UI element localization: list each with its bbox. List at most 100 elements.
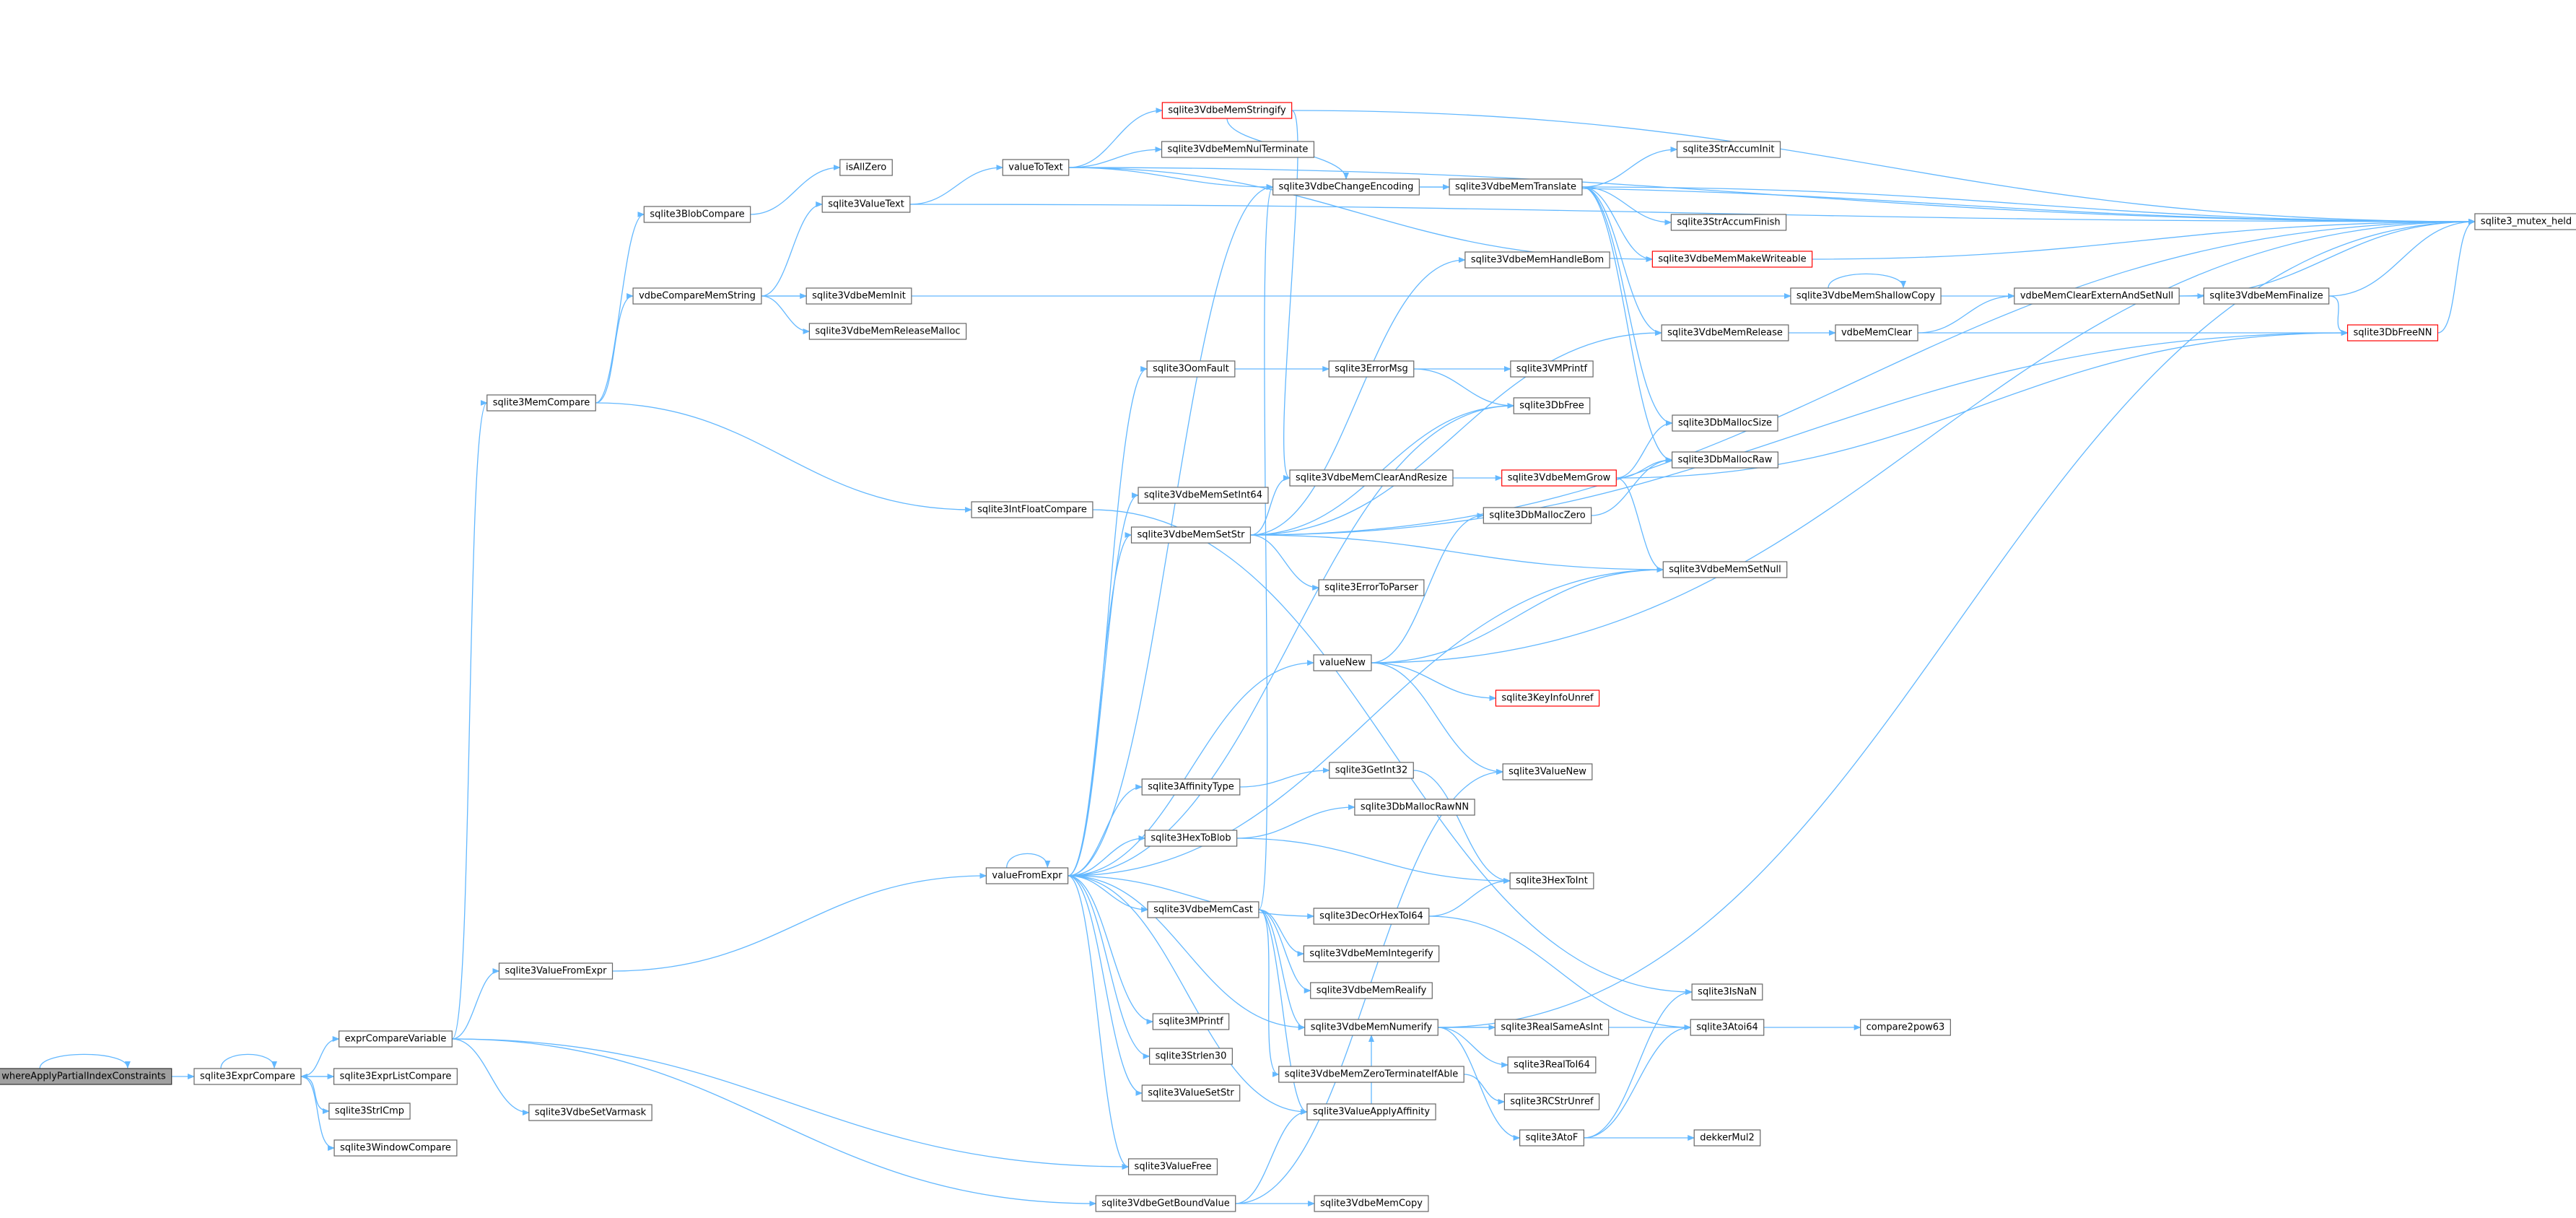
node-sqlite3-vdbe-mem-finalize[interactable]: sqlite3VdbeMemFinalize	[2203, 287, 2330, 305]
node-sqlite3-vdbe-set-varmask[interactable]: sqlite3VdbeSetVarmask	[528, 1104, 652, 1121]
call-edge	[1616, 420, 1673, 479]
node-sqlite3-value-text[interactable]: sqlite3ValueText	[821, 196, 911, 213]
node-sqlite3-error-msg[interactable]: sqlite3ErrorMsg	[1328, 360, 1415, 378]
node-vdbe-compare-mem-string[interactable]: vdbeCompareMemString	[632, 287, 762, 305]
node-value-to-text[interactable]: valueToText	[1002, 159, 1070, 176]
call-edge	[452, 1038, 1097, 1206]
node-sqlite3-vdbe-mem-integerify[interactable]: sqlite3VdbeMemIntegerify	[1303, 945, 1440, 962]
node-sqlite3-blob-compare[interactable]: sqlite3BlobCompare	[643, 206, 751, 223]
node-label: sqlite3VdbeMemGrow	[1508, 473, 1611, 484]
node-box	[1483, 507, 1592, 524]
node-expr-compare-variable[interactable]: exprCompareVariable	[339, 1030, 453, 1048]
node-vdbe-mem-clear[interactable]: vdbeMemClear	[1835, 324, 1918, 342]
node-sqlite3-expr-list-compare[interactable]: sqlite3ExprListCompare	[333, 1068, 458, 1085]
call-edge	[1067, 875, 1130, 1170]
node-box	[1502, 763, 1593, 780]
node-sqlite3-value-free[interactable]: sqlite3ValueFree	[1127, 1158, 1218, 1175]
node-sqlite3-real-to-i64[interactable]: sqlite3RealToI64	[1507, 1056, 1597, 1074]
node-sqlite3-vdbe-mem-release[interactable]: sqlite3VdbeMemRelease	[1661, 324, 1789, 342]
node-sqlite3-vmprintf[interactable]: sqlite3VMPrintf	[1510, 360, 1594, 378]
node-sqlite3-value-apply-affinity[interactable]: sqlite3ValueApplyAffinity	[1306, 1103, 1436, 1121]
node-value-from-expr[interactable]: valueFromExpr	[985, 867, 1069, 884]
node-label: sqlite3VdbeMemTranslate	[1455, 182, 1576, 193]
node-label: sqlite3ExprCompare	[200, 1071, 295, 1082]
node-sqlite3-value-set-str[interactable]: sqlite3ValueSetStr	[1141, 1084, 1241, 1102]
node-sqlite3-db-free-nn[interactable]: sqlite3DbFreeNN	[2346, 324, 2439, 342]
node-sqlite3-value-new[interactable]: sqlite3ValueNew	[1502, 763, 1593, 780]
node-label: sqlite3DbMallocSize	[1678, 418, 1772, 429]
node-sqlite3-vdbe-get-bound-value[interactable]: sqlite3VdbeGetBoundValue	[1095, 1195, 1236, 1212]
node-sqlite3-vdbe-mem-numerify[interactable]: sqlite3VdbeMemNumerify	[1304, 1019, 1438, 1036]
node-sqlite3-atoi64[interactable]: sqlite3Atoi64	[1690, 1019, 1765, 1036]
node-sqlite3-db-malloc-raw[interactable]: sqlite3DbMallocRaw	[1672, 451, 1778, 469]
node-sqlite3-vdbe-mem-set-str[interactable]: sqlite3VdbeMemSetStr	[1130, 526, 1252, 544]
node-label: sqlite3VdbeMemNulTerminate	[1168, 144, 1309, 155]
node-sqlite3-vdbe-mem-cast[interactable]: sqlite3VdbeMemCast	[1147, 901, 1259, 918]
node-sqlite3-oom-fault[interactable]: sqlite3OomFault	[1146, 360, 1236, 378]
node-sqlite3-vdbe-mem-stringify[interactable]: sqlite3VdbeMemStringify	[1161, 102, 1293, 119]
call-edge	[1428, 878, 1511, 917]
node-sqlite3-vdbe-mem-handle-bom[interactable]: sqlite3VdbeMemHandleBom	[1464, 251, 1610, 269]
node-sqlite3-hex-to-blob[interactable]: sqlite3HexToBlob	[1144, 830, 1238, 847]
node-sqlite3-key-info-unref[interactable]: sqlite3KeyInfoUnref	[1495, 690, 1600, 707]
node-label: sqlite3VdbeMemShallowCopy	[1796, 291, 1935, 302]
node-box	[1690, 1019, 1765, 1036]
node-label: sqlite3DecOrHexToI64	[1319, 911, 1423, 922]
node-sqlite3-vdbe-mem-translate[interactable]: sqlite3VdbeMemTranslate	[1449, 178, 1583, 196]
node-sqlite3-vdbe-mem-realify[interactable]: sqlite3VdbeMemRealify	[1310, 982, 1433, 999]
node-box	[2346, 324, 2439, 342]
node-sqlite3-int-float-compare[interactable]: sqlite3IntFloatCompare	[971, 501, 1093, 518]
node-sqlite3-vdbe-mem-init[interactable]: sqlite3VdbeMemInit	[805, 287, 912, 305]
node-sqlite3-mutex-held[interactable]: sqlite3_mutex_held	[2474, 213, 2576, 230]
node-sqlite3-db-malloc-size[interactable]: sqlite3DbMallocSize	[1672, 414, 1778, 432]
node-sqlite3-expr-compare[interactable]: sqlite3ExprCompare	[193, 1068, 302, 1085]
node-box	[1670, 214, 1787, 231]
node-sqlite3-vdbe-mem-grow[interactable]: sqlite3VdbeMemGrow	[1501, 469, 1617, 487]
node-sqlite3-strlen30[interactable]: sqlite3Strlen30	[1149, 1048, 1233, 1065]
node-sqlite3-vdbe-mem-set-int64[interactable]: sqlite3VdbeMemSetInt64	[1138, 487, 1269, 504]
node-sqlite3-affinity-type[interactable]: sqlite3AffinityType	[1141, 778, 1241, 796]
call-edge	[1067, 875, 1308, 1115]
node-sqlite3-str-icmp[interactable]: sqlite3StrICmp	[328, 1102, 411, 1120]
node-sqlite3-vdbe-mem-copy[interactable]: sqlite3VdbeMemCopy	[1314, 1195, 1429, 1212]
node-compare2pow63[interactable]: compare2pow63	[1860, 1019, 1951, 1036]
node-is-all-zero[interactable]: isAllZero	[839, 159, 893, 176]
node-sqlite3-mem-compare[interactable]: sqlite3MemCompare	[486, 394, 596, 412]
node-sqlite3-dec-or-hex-to-i64[interactable]: sqlite3DecOrHexToI64	[1313, 908, 1430, 925]
node-sqlite3-error-to-parser[interactable]: sqlite3ErrorToParser	[1318, 579, 1425, 596]
node-sqlite3-vdbe-change-encoding[interactable]: sqlite3VdbeChangeEncoding	[1272, 178, 1420, 196]
node-sqlite3-window-compare[interactable]: sqlite3WindowCompare	[333, 1139, 458, 1157]
node-sqlite3-vdbe-mem-clear-and-resize[interactable]: sqlite3VdbeMemClearAndResize	[1289, 469, 1454, 487]
node-sqlite3-ato-f[interactable]: sqlite3AtoF	[1519, 1129, 1585, 1147]
node-value-new[interactable]: valueNew	[1313, 654, 1372, 671]
node-sqlite3-vdbe-mem-release-malloc[interactable]: sqlite3VdbeMemReleaseMalloc	[808, 323, 967, 340]
node-box	[1313, 908, 1430, 925]
node-sqlite3-is-na-n[interactable]: sqlite3IsNaN	[1691, 983, 1763, 1001]
node-sqlite3-get-int32[interactable]: sqlite3GetInt32	[1329, 762, 1414, 779]
node-sqlite3-vdbe-mem-nul-terminate[interactable]: sqlite3VdbeMemNulTerminate	[1161, 141, 1315, 158]
node-sqlite3-str-accum-finish[interactable]: sqlite3StrAccumFinish	[1670, 214, 1787, 231]
node-sqlite3-db-free[interactable]: sqlite3DbFree	[1513, 397, 1591, 414]
node-sqlite3-mprintf[interactable]: sqlite3MPrintf	[1152, 1013, 1230, 1030]
call-edge	[1068, 167, 1274, 190]
call-edge	[1250, 534, 1664, 573]
node-sqlite3-db-malloc-zero[interactable]: sqlite3DbMallocZero	[1483, 507, 1592, 524]
call-edge	[1812, 219, 2476, 260]
node-label: sqlite3DbFreeNN	[2354, 328, 2432, 339]
node-box	[1146, 360, 1236, 378]
node-box	[1464, 251, 1610, 269]
node-sqlite3-db-malloc-raw-nn[interactable]: sqlite3DbMallocRawNN	[1354, 799, 1475, 816]
call-edge	[1236, 838, 1511, 884]
node-sqlite3-hex-to-int[interactable]: sqlite3HexToInt	[1509, 872, 1594, 889]
node-sqlite3-real-same-as-int[interactable]: sqlite3RealSameAsInt	[1494, 1019, 1610, 1036]
node-sqlite3-str-accum-init[interactable]: sqlite3StrAccumInit	[1676, 141, 1781, 158]
node-dekker-mul2[interactable]: dekkerMul2	[1693, 1129, 1761, 1147]
node-sqlite3-vdbe-mem-make-writeable[interactable]: sqlite3VdbeMemMakeWriteable	[1651, 251, 1813, 268]
node-sqlite3-vdbe-mem-set-null[interactable]: sqlite3VdbeMemSetNull	[1662, 561, 1788, 578]
node-sqlite3-rcstr-unref[interactable]: sqlite3RCStrUnref	[1503, 1093, 1600, 1110]
node-where-apply-partial-index-constraints[interactable]: whereApplyPartialIndexConstraints	[0, 1068, 173, 1085]
node-sqlite3-vdbe-mem-shallow-copy[interactable]: sqlite3VdbeMemShallowCopy	[1790, 287, 1942, 305]
node-vdbe-mem-clear-extern-and-set-null[interactable]: vdbeMemClearExternAndSetNull	[2014, 287, 2180, 305]
node-sqlite3-vdbe-mem-zero-terminate-if-able[interactable]: sqlite3VdbeMemZeroTerminateIfAble	[1278, 1066, 1464, 1083]
node-sqlite3-value-from-expr[interactable]: sqlite3ValueFromExpr	[498, 962, 614, 980]
